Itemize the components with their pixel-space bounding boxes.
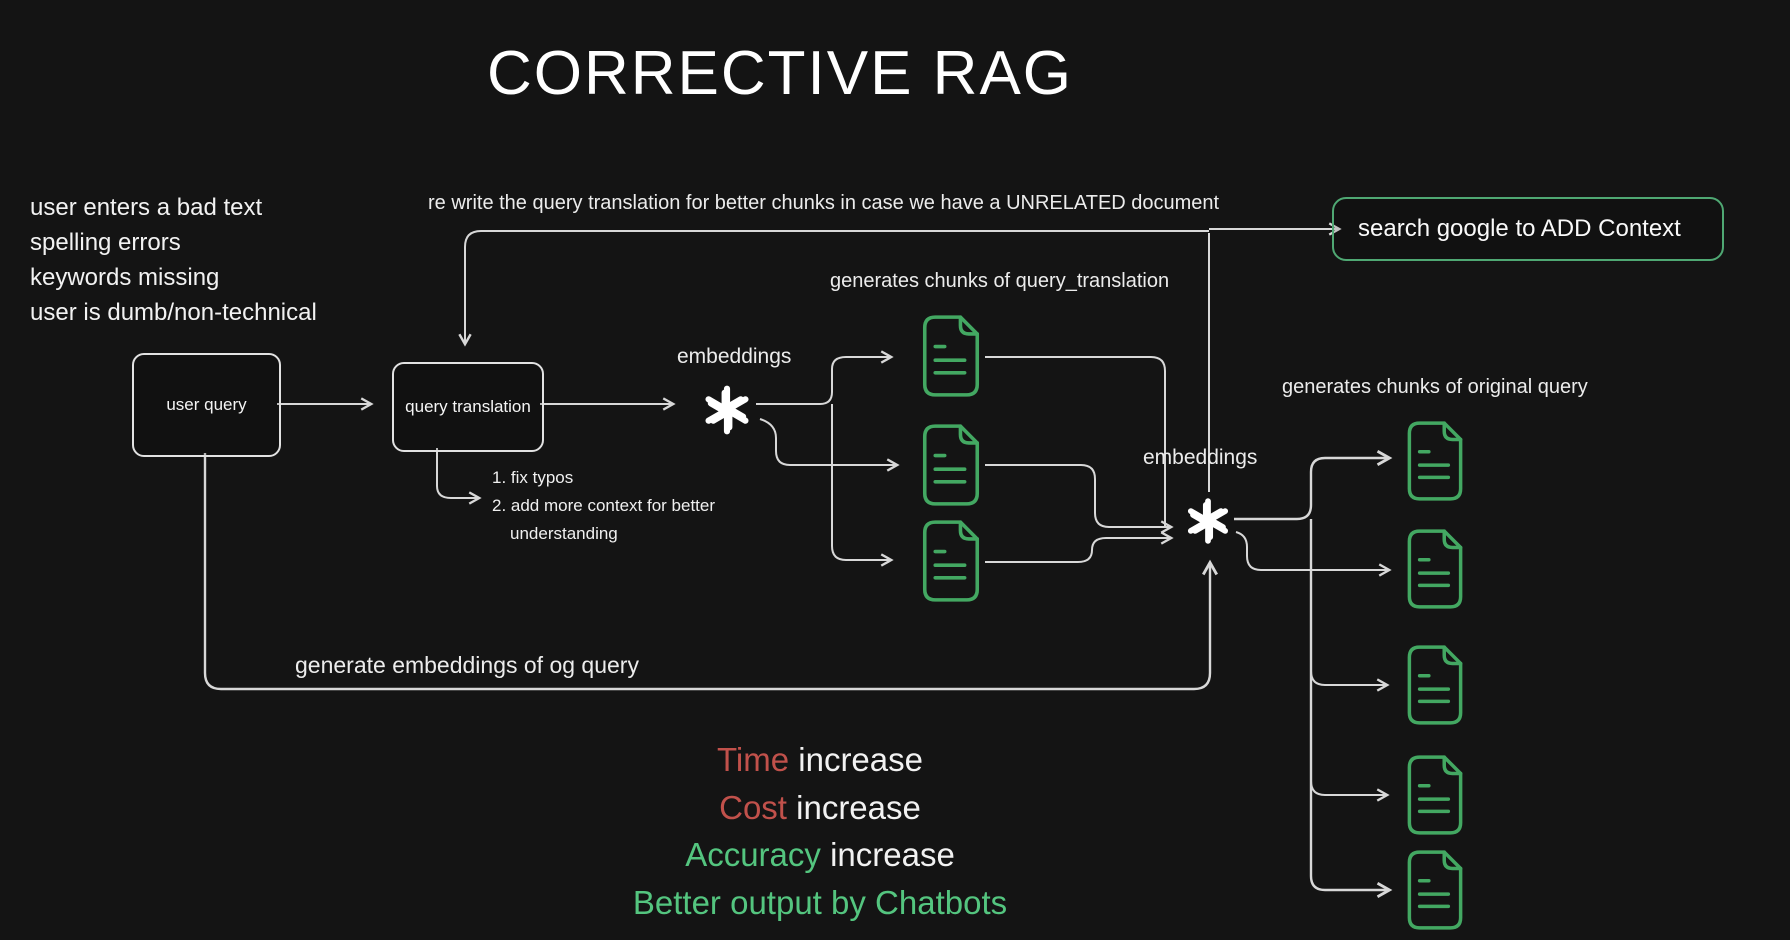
document-icon xyxy=(1402,420,1468,502)
document-icon xyxy=(1402,754,1468,836)
tradeoff-summary: Time increase Cost increase Accuracy inc… xyxy=(540,736,1100,926)
chunks-query-translation-label: generates chunks of query_translation xyxy=(830,270,1170,292)
summary-line: Better output by Chatbots xyxy=(540,879,1100,927)
embeddings-label-left: embeddings xyxy=(677,345,792,368)
user-query-node: user query xyxy=(132,353,281,457)
document-icon xyxy=(917,314,985,398)
search-google-node: search google to ADD Context xyxy=(1332,197,1724,261)
rewrite-annotation: re write the query translation for bette… xyxy=(428,192,1220,214)
search-google-label: search google to ADD Context xyxy=(1358,215,1681,242)
fix-step: understanding xyxy=(510,524,618,543)
openai-logo-icon xyxy=(698,381,756,439)
note-line: user enters a bad text xyxy=(30,194,263,221)
summary-lead: Accuracy xyxy=(685,836,821,873)
query-translation-label: query translation xyxy=(405,397,531,416)
summary-line: Accuracy increase xyxy=(540,831,1100,879)
og-query-embeddings-label: generate embeddings of og query xyxy=(295,652,639,678)
summary-rest: increase xyxy=(786,788,921,826)
summary-lead: Better output by Chatbots xyxy=(632,883,1008,921)
summary-lead: Cost xyxy=(719,788,787,826)
summary-rest: increase xyxy=(789,741,923,778)
document-icon xyxy=(1402,644,1468,726)
summary-line: Cost increase xyxy=(540,784,1100,832)
summary-line: Time increase xyxy=(540,736,1100,784)
document-icon xyxy=(917,519,985,603)
page-title: CORRECTIVE RAG xyxy=(486,39,1074,108)
document-icon xyxy=(917,423,985,507)
note-line: keywords missing xyxy=(30,264,220,291)
summary-rest: increase xyxy=(820,836,955,873)
document-icon xyxy=(1402,849,1468,931)
translation-steps-note: 1. fix typos 2. add more context for bet… xyxy=(492,464,715,548)
note-line: spelling errors xyxy=(30,229,181,256)
embeddings-label-right: embeddings xyxy=(1143,446,1258,469)
summary-lead: Time xyxy=(716,741,790,778)
fix-step: 1. fix typos xyxy=(492,468,574,487)
user-query-label: user query xyxy=(166,395,247,414)
user-problems-note: user enters a bad text spelling errors k… xyxy=(30,190,317,330)
document-icon xyxy=(1402,528,1468,610)
chunks-original-query-label: generates chunks of original query xyxy=(1282,376,1588,398)
note-line: user is dumb/non-technical xyxy=(30,299,317,326)
query-translation-node: query translation xyxy=(392,362,544,452)
openai-logo-icon xyxy=(1181,494,1235,548)
fix-step: 2. add more context for better xyxy=(492,496,716,515)
